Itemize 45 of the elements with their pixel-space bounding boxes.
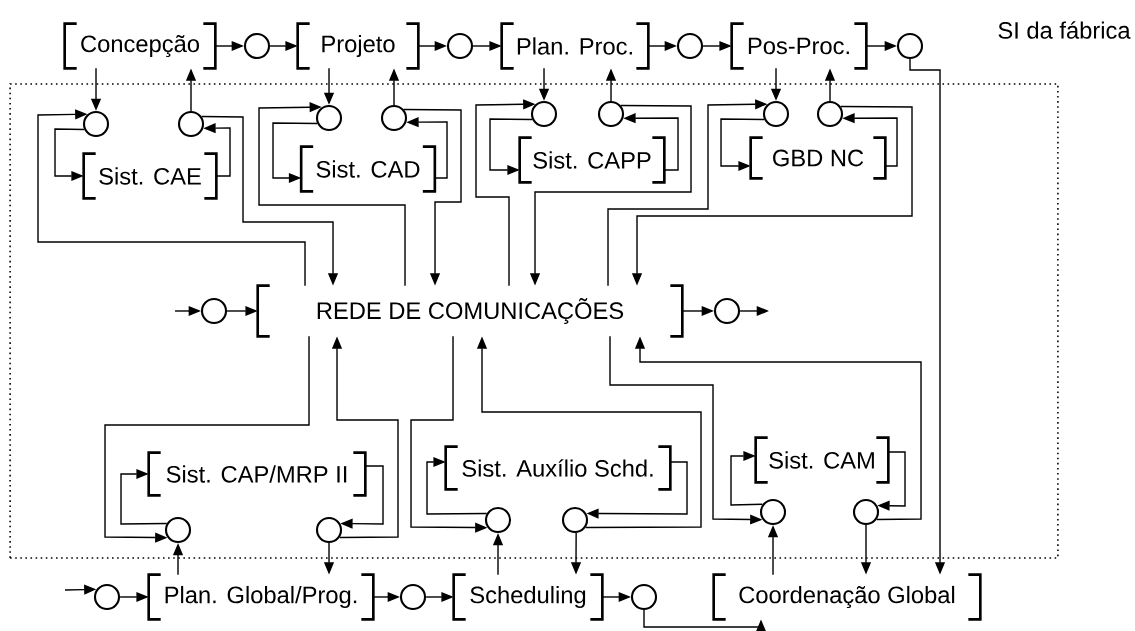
bracketed-label: Sist. CAP/MRP II <box>147 451 367 497</box>
bracketed-label: Scheduling <box>452 573 604 621</box>
place-circle <box>177 110 205 138</box>
bracketed-label: Projeto <box>296 22 420 70</box>
place-circle <box>713 297 741 325</box>
place-circle <box>399 583 427 611</box>
arrow <box>104 335 310 543</box>
place-circle <box>759 498 787 526</box>
bracketed-label: Coordenação Global <box>712 573 982 621</box>
boundary-title: SI da fábrica <box>998 21 1131 39</box>
place-circle <box>762 100 790 128</box>
place-circle <box>82 110 110 138</box>
place-circle <box>676 32 704 60</box>
bracketed-label: GBD NC <box>749 136 887 180</box>
arrow <box>37 109 306 287</box>
bracketed-label: Concepção <box>63 22 217 70</box>
bracketed-label: Pos-Proc. <box>730 22 868 70</box>
arrow <box>730 450 764 506</box>
arrow <box>120 468 168 525</box>
place-circle <box>200 297 228 325</box>
bracketed-label: REDE DE COMUNICAÇÕES <box>256 284 684 338</box>
place-circle <box>852 498 880 526</box>
bracketed-label: Plan. Proc. <box>500 22 650 70</box>
bracketed-label: Sist. Auxílio Schd. <box>444 445 672 491</box>
place-circle <box>380 104 408 132</box>
arrow <box>258 102 406 287</box>
place-circle <box>530 100 558 128</box>
bracketed-label: Sist. CAE <box>82 152 218 200</box>
place-circle <box>816 100 844 128</box>
place-circle <box>896 32 924 60</box>
place-circle <box>446 32 474 60</box>
place-circle <box>315 104 343 132</box>
place-circle <box>561 506 589 534</box>
place-circle <box>315 516 343 544</box>
arrow <box>426 456 488 515</box>
place-circle <box>243 32 271 60</box>
place-circle <box>597 100 625 128</box>
bracketed-label: Plan. Global/Prog. <box>147 573 375 621</box>
bracketed-label: Sist. CAD <box>299 145 437 193</box>
bracketed-label: Sist. CAM <box>754 436 890 484</box>
bracketed-label: Sist. CAPP <box>518 136 666 184</box>
place-circle <box>484 506 512 534</box>
place-circle <box>93 583 121 611</box>
place-circle <box>630 583 658 611</box>
place-circle <box>164 516 192 544</box>
